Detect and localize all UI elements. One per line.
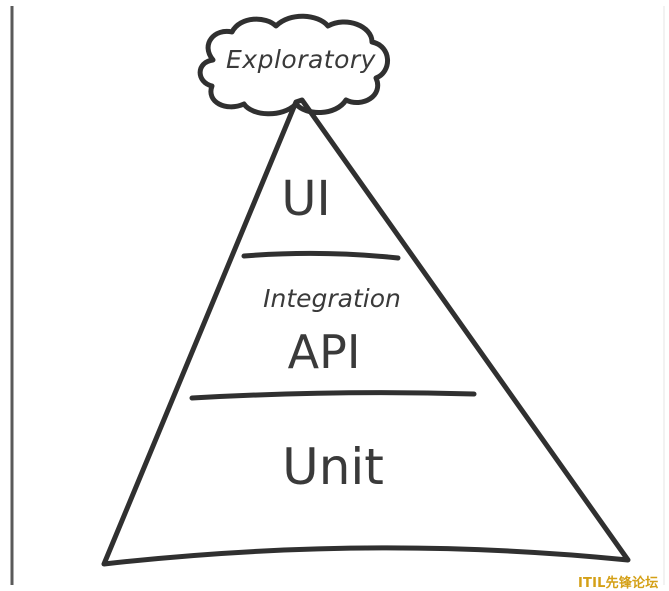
divider-ui-integration bbox=[241, 250, 401, 261]
label-exploratory: Exploratory bbox=[226, 45, 377, 74]
divider-api-unit bbox=[189, 390, 477, 401]
label-api: API bbox=[288, 325, 361, 379]
label-integration: Integration bbox=[263, 284, 401, 313]
exploratory-cloud bbox=[197, 13, 390, 117]
pyramid-outline bbox=[101, 97, 631, 567]
label-ui: UI bbox=[281, 171, 330, 227]
watermark-text: ITIL先锋论坛 bbox=[578, 576, 659, 591]
label-unit: Unit bbox=[282, 438, 384, 496]
